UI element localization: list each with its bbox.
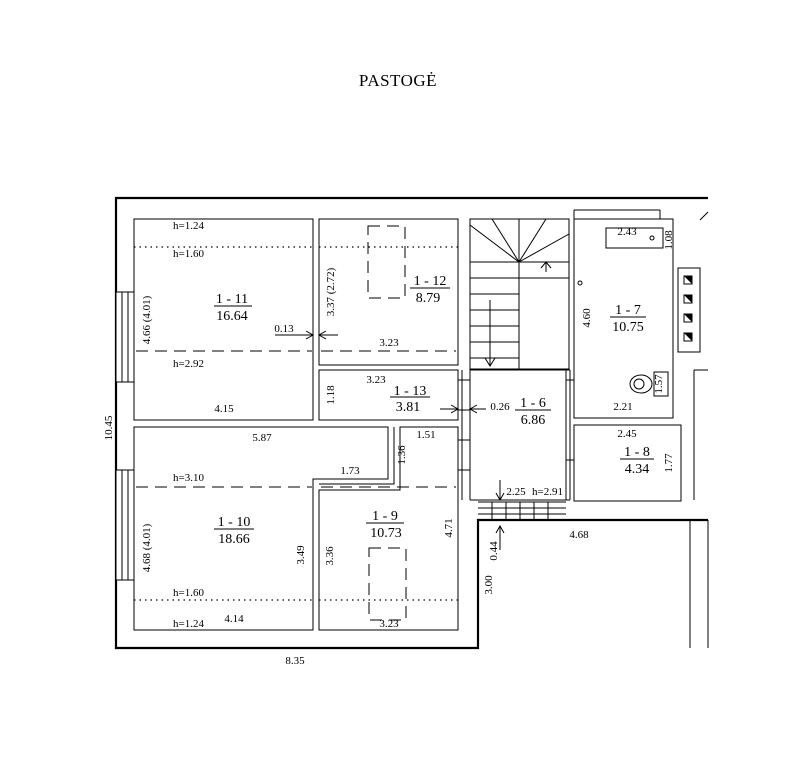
dimension-label: 4.14	[224, 613, 244, 625]
room-id: 1 - 7	[615, 303, 641, 318]
outer-walls	[114, 196, 709, 650]
height-label: h=2.92	[173, 358, 204, 370]
dimension-label: 0.26	[490, 401, 510, 413]
dimension-label: 1.57	[653, 374, 665, 394]
room-id: 1 - 6	[520, 396, 546, 411]
dimension-label: 4.68	[569, 529, 589, 541]
height-label: h=2.91	[532, 486, 563, 498]
dimension-label: 3.37 (2.72)	[325, 267, 337, 316]
dimension-label: 3.23	[379, 618, 399, 630]
dimension-label: 2.43	[617, 226, 637, 238]
plan-title: PASTOGĖ	[359, 71, 437, 90]
height-label: h=1.24	[173, 618, 204, 630]
dimension-label: 10.45	[103, 415, 115, 440]
height-label: h=1.24	[173, 220, 204, 232]
room-1-7	[573, 209, 708, 500]
room-1-11	[133, 218, 314, 421]
dimension-label: 1.73	[340, 465, 360, 477]
bathtub	[605, 227, 664, 249]
dimension-label: 1.77	[663, 453, 675, 473]
dimension-label: 8.35	[285, 655, 305, 667]
dimension-label: 1.36	[396, 445, 408, 465]
height-label: h=1.60	[173, 248, 204, 260]
dimension-label: 2.45	[617, 428, 637, 440]
room-id: 1 - 10	[218, 515, 251, 530]
room-1-13	[318, 369, 459, 421]
room-area: 6.86	[521, 413, 546, 428]
dimension-label: 1.51	[416, 429, 435, 441]
room-1-10	[133, 426, 395, 631]
dimension-label: 3.49	[295, 545, 307, 565]
room-id: 1 - 11	[216, 292, 248, 307]
room-area: 16.64	[216, 309, 248, 324]
room-area: 3.81	[396, 400, 421, 415]
room-1-12	[318, 218, 459, 366]
toilet-tank	[653, 371, 669, 397]
height-label: h=3.10	[173, 472, 204, 484]
room-area: 10.73	[370, 526, 402, 541]
dimension-label: 5.87	[252, 432, 272, 444]
room-area: 18.66	[218, 532, 250, 547]
room-1-8	[573, 424, 682, 502]
dimension-label: 1.08	[663, 230, 675, 250]
room-area: 8.79	[416, 291, 441, 306]
dimension-label: 4.15	[214, 403, 234, 415]
room-area: 4.34	[625, 462, 650, 477]
stairwell	[458, 218, 574, 520]
room-1-9	[318, 426, 459, 631]
skylight	[367, 225, 406, 299]
room-area: 10.75	[612, 320, 644, 335]
dimension-label: 0.13	[274, 323, 294, 335]
dimension-label: 4.66 (4.01)	[141, 295, 153, 344]
dimension-label: 4.71	[443, 518, 455, 537]
dimension-label: 4.68 (4.01)	[141, 523, 153, 572]
room-id: 1 - 9	[372, 509, 398, 524]
skylight	[368, 547, 407, 621]
room-id: 1 - 12	[414, 274, 447, 289]
dimension-label: 2.25	[506, 486, 526, 498]
dimension-label: 3.23	[366, 374, 386, 386]
toilet-bowl	[629, 374, 653, 394]
left-windows	[115, 291, 135, 581]
vent-column	[677, 267, 701, 353]
dimension-label: 1.18	[325, 385, 337, 405]
room-id: 1 - 13	[394, 384, 427, 399]
room-id: 1 - 8	[624, 445, 650, 460]
dimension-label: 0.44	[488, 541, 500, 561]
dimension-label: 3.00	[483, 575, 495, 595]
dimension-arrows	[275, 330, 505, 550]
dimension-label: 4.60	[581, 308, 593, 328]
height-label: h=1.60	[173, 587, 204, 599]
dimension-label: 3.36	[324, 546, 336, 566]
dimension-label: 2.21	[613, 401, 632, 413]
dimension-label: 3.23	[379, 337, 399, 349]
